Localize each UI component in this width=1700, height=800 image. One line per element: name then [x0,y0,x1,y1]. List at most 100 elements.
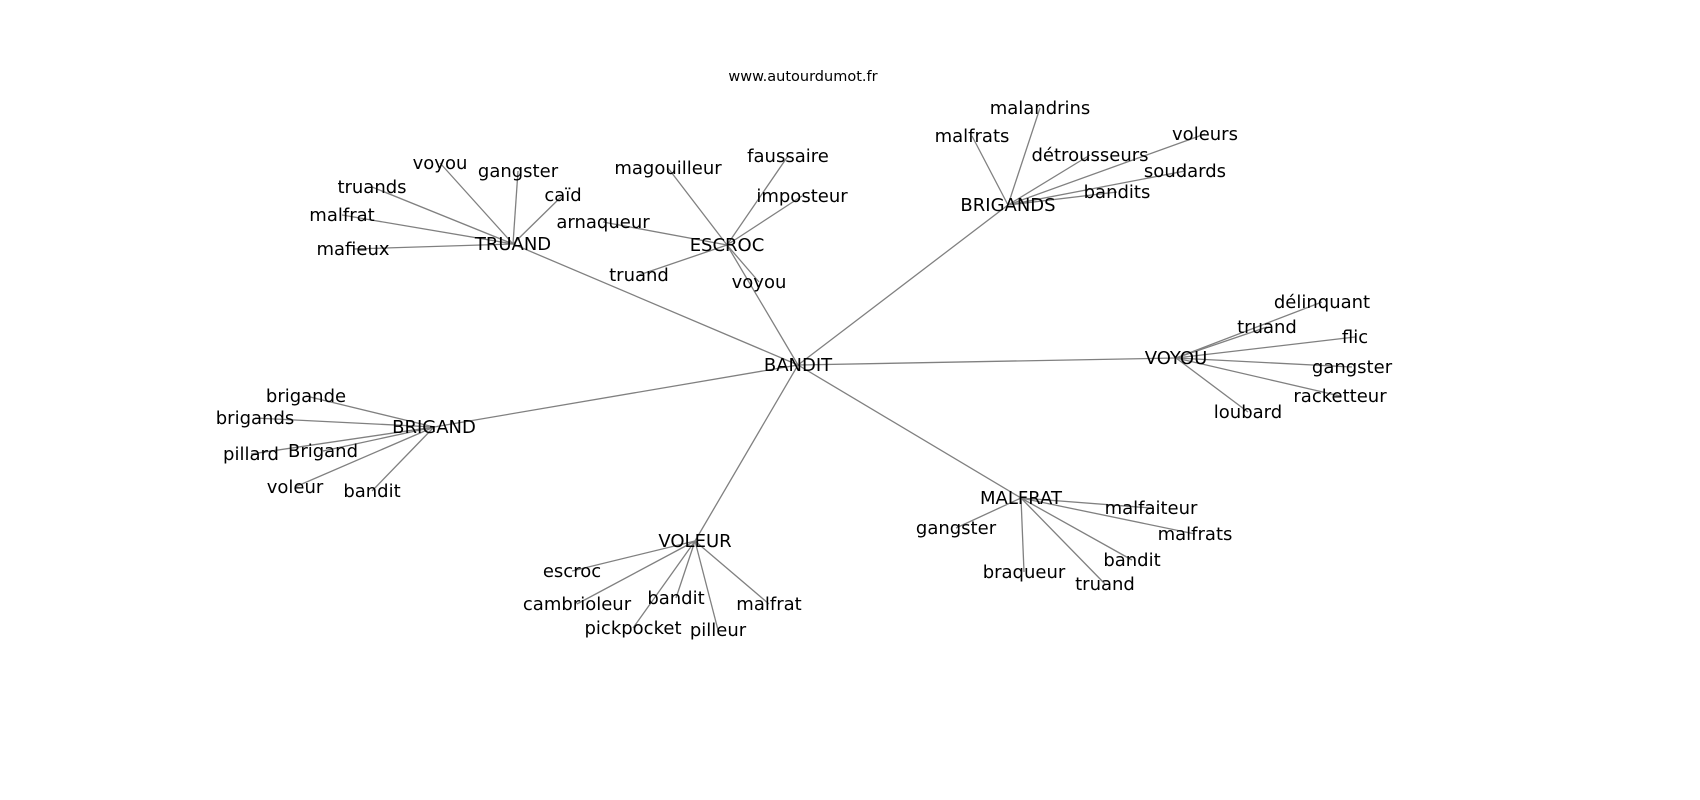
node-leaf[interactable]: magouilleur [614,158,722,179]
edge-escroc-leaf [667,167,728,246]
edge-root-voyou [797,357,1177,366]
node-leaf[interactable]: malfrat [309,205,374,226]
node-leaf[interactable]: pilleur [690,620,747,641]
node-root[interactable]: BANDIT [764,355,833,376]
edge-voyou-leaf [1175,357,1353,368]
edge-brigands-leaf [1007,133,1206,206]
node-hub-brigands[interactable]: BRIGANDS [960,195,1055,216]
edge-root-escroc [726,244,799,366]
edge-malfrat-leaf [1020,497,1106,585]
edge-truand-leaf [512,170,519,245]
node-leaf[interactable]: bandit [343,481,400,502]
site-title: www.autourdumot.fr [728,69,877,85]
edge-escroc-leaf [726,244,760,283]
edge-voleur-leaf [571,540,696,572]
edge-malfrat-leaf [1020,497,1196,535]
node-leaf[interactable]: caïd [544,185,581,206]
node-leaf[interactable]: malfrats [935,126,1010,147]
edge-brigand-leaf [322,426,435,452]
node-leaf[interactable]: escroc [543,561,601,582]
edge-voleur-leaf [576,540,696,605]
edge-brigand-leaf [294,426,435,488]
edge-voleur-leaf [675,540,696,599]
edge-malfrat-leaf [1020,497,1025,573]
node-leaf[interactable]: truands [337,177,406,198]
edges [250,107,1356,631]
node-leaf[interactable]: voleurs [1172,124,1238,145]
node-leaf[interactable]: bandit [647,588,704,609]
node-hub-truand[interactable]: TRUAND [474,234,551,255]
edge-brigand-leaf [305,395,435,428]
node-leaf[interactable]: pickpocket [585,618,682,639]
node-leaf[interactable]: faussaire [747,146,829,167]
node-hub-voyou[interactable]: VOYOU [1145,348,1208,369]
edge-malfrat-leaf [955,497,1022,529]
edge-escroc-leaf [726,155,789,246]
edge-escroc-leaf [726,195,803,246]
edge-truand-leaf [371,186,514,245]
edge-voyou-leaf [1175,301,1323,359]
edge-brigands-leaf [1007,170,1186,206]
node-leaf[interactable]: arnaqueur [556,212,650,233]
node-leaf[interactable]: gangster [916,518,997,539]
node-leaf[interactable]: bandits [1084,182,1151,203]
edge-brigands-leaf [1007,107,1041,206]
node-hub-escroc[interactable]: ESCROC [690,235,765,256]
edge-voleur-leaf [632,540,696,629]
edge-voleur-leaf [694,540,770,605]
node-leaf[interactable]: gangster [478,161,559,182]
edge-voyou-leaf [1175,357,1249,413]
node-leaf[interactable]: flic [1342,327,1368,348]
edge-voleur-leaf [694,540,719,631]
edge-malfrat-leaf [1020,497,1133,561]
node-leaf[interactable]: truand [609,265,669,286]
node-leaf[interactable]: bandit [1103,550,1160,571]
node-leaf[interactable]: racketteur [1293,386,1387,407]
edge-truand-leaf [341,214,514,245]
edge-truand-leaf [439,162,514,245]
node-leaf[interactable]: mafieux [316,239,389,260]
edge-root-malfrat [797,364,1022,499]
node-leaf[interactable]: malfrats [1158,524,1233,545]
node-leaf[interactable]: malfaiteur [1105,498,1198,519]
node-hub-malfrat[interactable]: MALFRAT [980,488,1063,509]
node-leaf[interactable]: gangster [1312,357,1393,378]
node-leaf[interactable]: voyou [413,153,468,174]
node-leaf[interactable]: voyou [732,272,787,293]
node-leaf[interactable]: loubard [1214,402,1282,423]
edge-truand-leaf [352,243,514,250]
node-leaf[interactable]: voleur [267,477,324,498]
edge-malfrat-leaf [1020,497,1152,509]
node-leaf[interactable]: truand [1075,574,1135,595]
edge-voyou-leaf [1175,357,1341,397]
node-leaf[interactable]: délinquant [1274,292,1370,313]
edge-escroc-leaf [638,244,728,276]
edge-brigand-leaf [250,426,435,455]
node-leaf[interactable]: détrousseurs [1032,145,1149,166]
edge-truand-leaf [512,194,564,245]
edge-brigands-leaf [971,135,1009,206]
node-hub-brigand[interactable]: BRIGAND [392,417,476,438]
edge-root-voleur [694,364,799,542]
node-leaf[interactable]: brigande [266,386,346,407]
labels: BANDIT TRUAND voyou gangster caïd truands malf… [216,98,1393,641]
node-leaf[interactable]: brigands [216,408,295,429]
edge-root-brigands [797,204,1009,366]
node-leaf[interactable]: imposteur [756,186,848,207]
edge-escroc-leaf [602,221,728,246]
node-leaf[interactable]: braqueur [983,562,1066,583]
node-leaf[interactable]: malandrins [990,98,1091,119]
edge-voyou-leaf [1175,336,1356,359]
node-leaf[interactable]: cambrioleur [523,594,632,615]
edge-brigand-leaf [371,426,435,492]
edge-brigand-leaf [254,417,435,428]
node-leaf[interactable]: pillard [223,444,279,465]
edge-voyou-leaf [1175,326,1268,359]
node-leaf[interactable]: truand [1237,317,1297,338]
node-leaf[interactable]: soudards [1144,161,1226,182]
node-leaf[interactable]: malfrat [736,594,801,615]
node-hub-voleur[interactable]: VOLEUR [658,531,731,552]
edge-root-brigand [433,364,799,428]
node-leaf[interactable]: Brigand [288,441,358,462]
